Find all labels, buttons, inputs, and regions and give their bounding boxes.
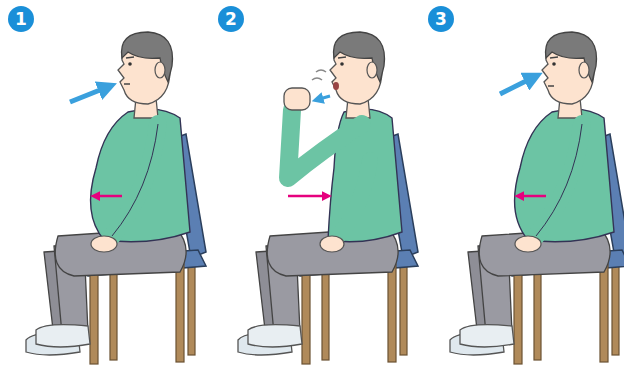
- head: [330, 32, 385, 118]
- open-mouth: [333, 82, 339, 90]
- mouth: [124, 83, 130, 85]
- raised-arm: [288, 110, 362, 178]
- arm: [536, 124, 582, 236]
- callout-text: 2: [225, 11, 237, 28]
- callout-number: 3: [428, 6, 454, 32]
- sweater: [515, 109, 614, 242]
- hand: [320, 236, 344, 252]
- figure-inhale: [26, 32, 206, 364]
- belly-arrow: [94, 195, 122, 198]
- hand: [515, 236, 541, 252]
- legs: [26, 228, 186, 355]
- callout-number: 2: [218, 6, 244, 32]
- exhale-arrow: [316, 96, 330, 100]
- arm: [112, 124, 158, 236]
- callout-text: 1: [15, 11, 27, 28]
- figure-huff: [238, 32, 418, 364]
- inhale-arrow: [70, 86, 110, 102]
- figure-inhale-nose: [450, 32, 624, 364]
- callout-text: 3: [435, 11, 447, 28]
- hand: [91, 236, 117, 252]
- head: [542, 32, 597, 118]
- legs: [450, 228, 610, 355]
- puff: [312, 70, 326, 80]
- head: [118, 32, 173, 118]
- arm-outline: [536, 124, 582, 236]
- arm-outline: [112, 124, 158, 236]
- fist: [284, 88, 310, 110]
- belly-arrow: [518, 195, 546, 198]
- belly-arrow: [288, 195, 328, 198]
- callout-number: 1: [8, 6, 34, 32]
- arm: [338, 160, 370, 236]
- legs: [238, 228, 398, 355]
- inhale-arrow: [500, 76, 536, 94]
- sweater: [91, 109, 190, 242]
- mouth: [548, 85, 554, 87]
